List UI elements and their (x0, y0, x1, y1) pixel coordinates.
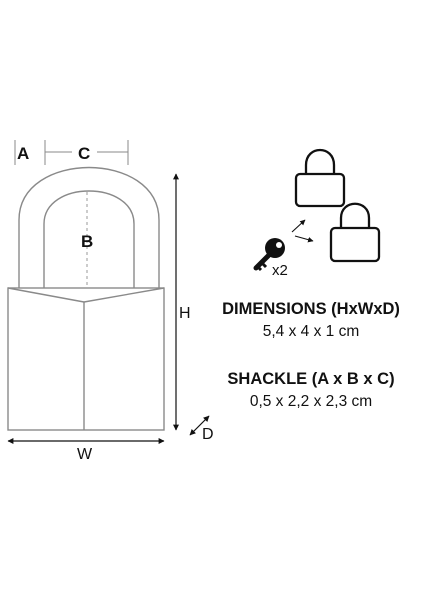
key-arrow-up (291, 219, 306, 233)
dimension-w-label: W (77, 446, 93, 463)
key-icon (253, 238, 285, 272)
dimension-h-label: H (179, 305, 191, 322)
dimension-c-label: C (78, 144, 91, 163)
key-arrow-right (294, 235, 314, 243)
dimensions-value: 5,4 x 4 x 1 cm (262, 323, 360, 340)
dimension-d-label: D (202, 426, 214, 443)
dimension-a-label: A (17, 144, 30, 163)
key-count-label: x2 (272, 262, 288, 279)
dimensions-title: DIMENSIONS (HxWxD) (222, 300, 400, 318)
padlock-icon (294, 149, 346, 208)
dimension-b-label: B (81, 232, 94, 251)
dimension-d-arrow (189, 415, 210, 436)
shackle-title: SHACKLE (A x B x C) (227, 370, 395, 388)
padlock-icon (329, 202, 381, 263)
shackle-value: 0,5 x 2,2 x 2,3 cm (249, 393, 373, 410)
padlock-shackle (18, 166, 160, 288)
padlock-body (7, 287, 165, 431)
